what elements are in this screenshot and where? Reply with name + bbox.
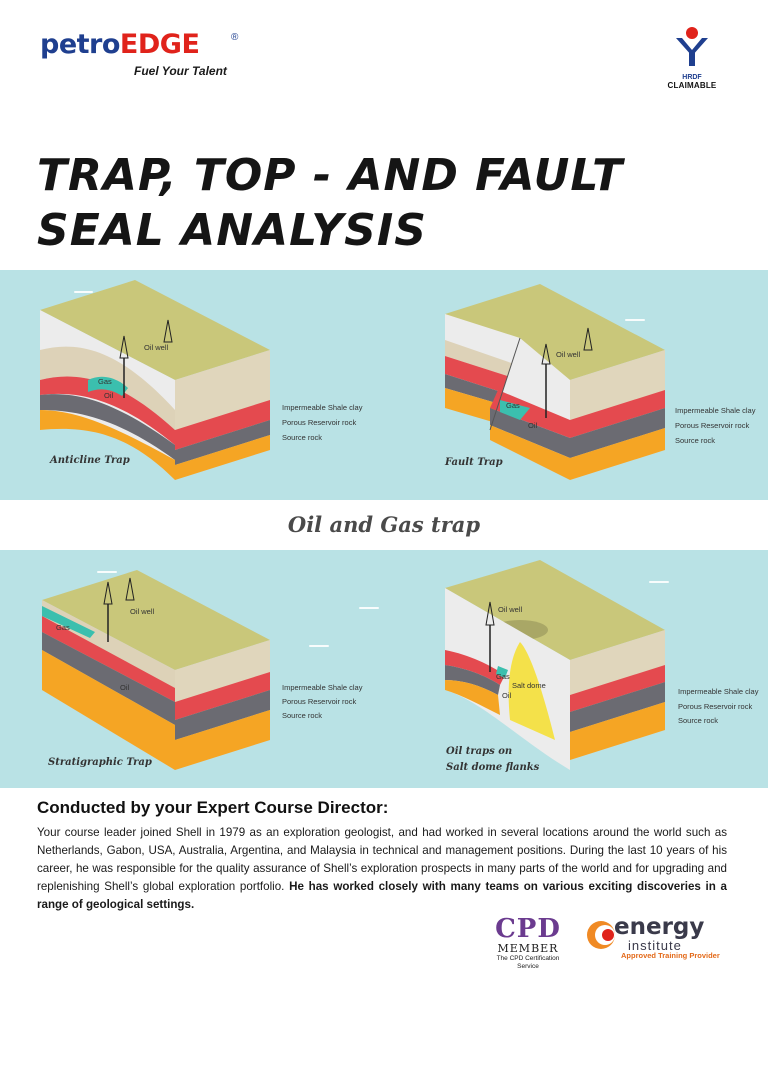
- logo-wordmark: petroEDGE: [40, 30, 250, 60]
- oil-derrick-icon: [163, 319, 173, 343]
- strat-oil-label: Oil: [120, 683, 130, 692]
- fault-trap-name: Fault Trap: [444, 457, 503, 468]
- bio-highlight: He has worked closely with many teams on…: [37, 880, 727, 911]
- salt-oil-well-label: Oil well: [498, 605, 523, 614]
- stratigraphic-trap-block: [42, 570, 270, 770]
- trap-illustrations: Oil well Gas Oil Impermeable Shale clay …: [40, 280, 759, 773]
- hrdf-emblem-icon: [676, 27, 708, 66]
- strat-legend-source: Source rock: [282, 711, 322, 720]
- anticline-oil-label: Oil: [104, 391, 114, 400]
- energy-institute-logo: energy institute Approved Training Provi…: [584, 914, 729, 963]
- salt-legend-source: Source rock: [678, 716, 718, 725]
- fault-legend-shale: Impermeable Shale clay: [675, 406, 756, 415]
- salt-dome-trap-block: [445, 560, 665, 770]
- anticline-trap-name: Anticline Trap: [49, 455, 130, 466]
- fault-legend-reservoir: Porous Reservoir rock: [675, 421, 749, 430]
- course-director-heading: Conducted by your Expert Course Director…: [37, 798, 389, 817]
- hrdf-claimable-logo: HRDF CLAIMABLE: [662, 26, 722, 92]
- petroedge-logo: petroEDGE ® Fuel Your Talent: [40, 30, 250, 80]
- salt-trap-name-line2: Salt dome flanks: [446, 762, 540, 773]
- oil-derrick-icon: [485, 601, 495, 626]
- oil-gas-trap-diagram: Oil and Gas trap Oil well Gas: [0, 270, 768, 788]
- salt-legend-reservoir: Porous Reservoir rock: [678, 702, 752, 711]
- cpd-member-label: MEMBER: [497, 942, 559, 955]
- salt-legend-shale: Impermeable Shale clay: [678, 687, 759, 696]
- strat-trap-name: Stratigraphic Trap: [48, 757, 152, 768]
- ei-provider: Approved Training Provider: [621, 951, 720, 960]
- hrdf-label: HRDF: [682, 74, 702, 81]
- registered-mark: ®: [231, 32, 239, 43]
- cpd-wordmark: CPD: [495, 914, 561, 944]
- energy-institute-emblem-icon: [587, 921, 615, 949]
- anticline-trap-block: [40, 280, 270, 480]
- logo-tagline: Fuel Your Talent: [134, 64, 227, 78]
- logo-edge-text: EDGE: [119, 29, 200, 60]
- anticline-oil-well-label: Oil well: [144, 343, 169, 352]
- anticline-gas-label: Gas: [98, 377, 112, 386]
- page-title: TRAP, TOP - AND FAULT SEAL ANALYSIS: [37, 148, 727, 258]
- fault-trap-block: [445, 284, 665, 480]
- oil-derrick-icon: [103, 581, 113, 605]
- hrdf-claimable-label: CLAIMABLE: [667, 81, 717, 90]
- diagram-main-title: Oil and Gas trap: [287, 512, 481, 537]
- fault-oil-label: Oil: [528, 421, 538, 430]
- cpd-service-label: The CPD Certification Service: [496, 955, 560, 970]
- bio-text: Your course leader joined Shell in 1979 …: [37, 826, 727, 893]
- title-line-2: SEAL ANALYSIS: [37, 205, 427, 256]
- fault-gas-label: Gas: [506, 401, 520, 410]
- ei-institute: institute: [628, 938, 682, 953]
- salt-oil-label: Oil: [502, 691, 512, 700]
- strat-legend-reservoir: Porous Reservoir rock: [282, 697, 356, 706]
- salt-trap-name-line1: Oil traps on: [446, 746, 512, 757]
- fault-legend-source: Source rock: [675, 436, 715, 445]
- anticline-legend-shale: Impermeable Shale clay: [282, 403, 363, 412]
- oil-derrick-icon: [583, 327, 593, 351]
- title-line-1: TRAP, TOP - AND FAULT: [37, 150, 624, 201]
- anticline-legend-reservoir: Porous Reservoir rock: [282, 418, 356, 427]
- logo-petro-text: petro: [40, 29, 120, 60]
- salt-dome-label: Salt dome: [512, 681, 546, 690]
- course-director-bio: Your course leader joined Shell in 1979 …: [37, 824, 727, 914]
- strat-gas-label: Gas: [56, 623, 70, 632]
- cpd-member-logo: CPD MEMBER The CPD Certification Service: [488, 916, 568, 986]
- anticline-legend-source: Source rock: [282, 433, 322, 442]
- strat-oil-well-label: Oil well: [130, 607, 155, 616]
- strat-legend-shale: Impermeable Shale clay: [282, 683, 363, 692]
- fault-oil-well-label: Oil well: [556, 350, 581, 359]
- ei-name: energy: [614, 914, 705, 940]
- oil-derrick-icon: [119, 335, 129, 359]
- oil-derrick-icon: [125, 577, 135, 601]
- oil-derrick-icon: [541, 343, 551, 365]
- salt-gas-label: Gas: [496, 672, 510, 681]
